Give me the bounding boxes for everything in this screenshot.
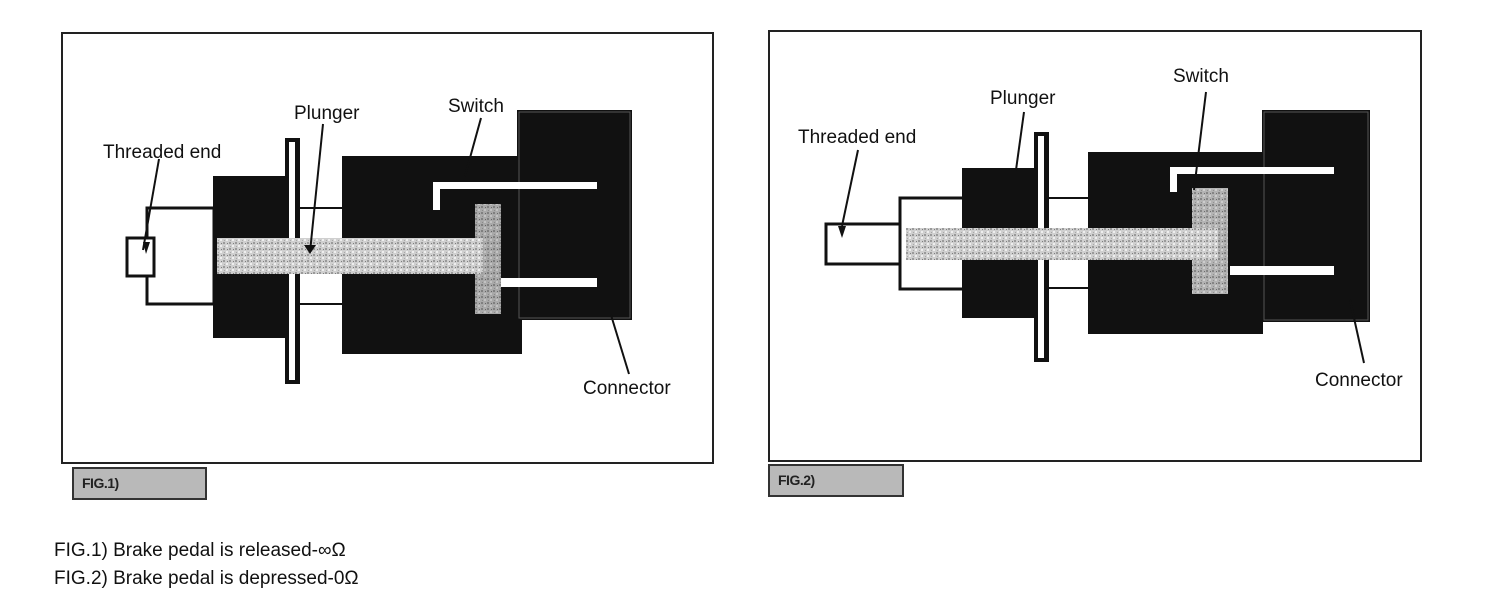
figure-1-tag: FIG.1) [72, 467, 207, 500]
figure-2-panel: Threaded end Plunger Switch Connector [768, 30, 1422, 462]
threaded-end-tip [125, 236, 156, 278]
leader-plunger [309, 123, 324, 253]
upper-terminal [1170, 167, 1334, 192]
leader-connector [610, 314, 630, 375]
lower-terminal [501, 278, 597, 287]
leader-switch [1193, 91, 1207, 191]
leader-threaded-end [841, 149, 859, 227]
plunger-label: Plunger [990, 88, 1056, 109]
switch-label: Switch [1173, 66, 1229, 87]
connector-label: Connector [583, 378, 671, 399]
switch-contact [475, 204, 501, 314]
figure-2-diagram [768, 30, 1422, 462]
figure-2-tag: FIG.2) [768, 464, 904, 497]
lower-terminal [1230, 266, 1334, 275]
threaded-end-mark [838, 226, 846, 238]
connector-outline [518, 111, 631, 319]
upper-terminal [433, 182, 597, 210]
connector-block [1262, 110, 1370, 322]
switch-contact [1192, 188, 1228, 294]
leader-connector [1349, 299, 1365, 364]
plunger-rod [906, 228, 1218, 260]
plunger-label: Plunger [294, 103, 360, 124]
leader-switch [464, 117, 482, 177]
connector-outline [1263, 111, 1369, 321]
caption-fig-1: FIG.1) Brake pedal is released-∞Ω [54, 540, 346, 561]
figure-1-panel: Threaded end Plunger Switch Connector [61, 32, 714, 464]
connector-block [517, 110, 632, 320]
threaded-housing [145, 206, 216, 306]
threaded-end-label: Threaded end [798, 127, 917, 148]
leader-plunger-arrow [304, 245, 316, 254]
figure-1-diagram [61, 32, 714, 464]
connector-label: Connector [1315, 370, 1403, 391]
threaded-end-label: Threaded end [103, 142, 222, 163]
caption-fig-2: FIG.2) Brake pedal is depressed-0Ω [54, 568, 359, 589]
plunger-rod [217, 238, 483, 274]
threaded-end-tip [824, 222, 903, 266]
leader-plunger [1015, 111, 1025, 171]
leader-threaded-end [142, 158, 160, 251]
switch-label: Switch [448, 96, 504, 117]
